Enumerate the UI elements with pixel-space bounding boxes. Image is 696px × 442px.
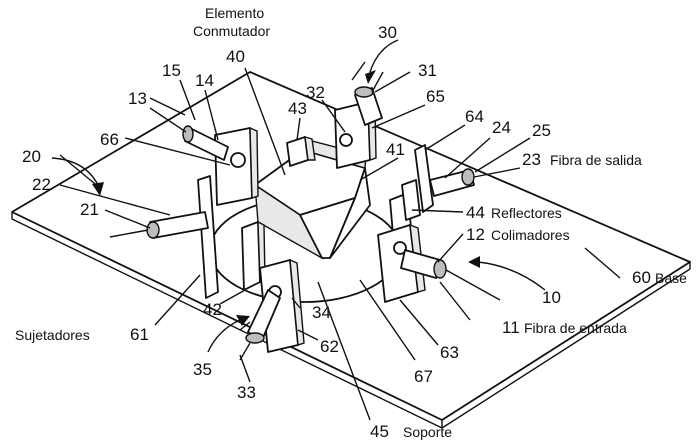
holder-66-hole <box>230 152 246 168</box>
label-base: Base <box>655 270 687 286</box>
numeral-32: 32 <box>306 83 325 102</box>
label-fibra-de-salida: Fibra de salida <box>550 152 642 168</box>
fiber-23 <box>473 167 521 178</box>
collimator-22-end <box>146 221 160 239</box>
label-colimadores: Colimadores <box>491 227 570 243</box>
collimator-12 <box>400 249 441 279</box>
holder-65-hole <box>339 133 353 147</box>
numeral-44: 44 <box>466 203 485 222</box>
collimator-31-end <box>354 86 374 98</box>
numeral-21: 21 <box>80 200 99 219</box>
numeral-24: 24 <box>492 118 511 137</box>
fiber-11 <box>445 269 501 301</box>
label-reflectores: Reflectores <box>491 205 562 221</box>
numeral-67: 67 <box>414 367 433 386</box>
label-sujetadores: Sujetadores <box>15 327 90 343</box>
numeral-12: 12 <box>466 225 485 244</box>
numeral-66: 66 <box>100 130 119 149</box>
fiber-31 <box>371 71 384 93</box>
numeral-20: 20 <box>22 147 41 166</box>
numeral-62: 62 <box>320 337 339 356</box>
base-edge <box>441 268 691 429</box>
reflector-43-side <box>304 136 316 161</box>
label-elemento: Elemento <box>205 5 264 21</box>
numeral-41: 41 <box>386 140 405 159</box>
collimator-24-end <box>461 168 475 186</box>
numeral-40: 40 <box>226 47 245 66</box>
numeral-34: 34 <box>312 303 331 322</box>
numeral-15: 15 <box>162 61 181 80</box>
numeral-10: 10 <box>542 288 561 307</box>
label-conmutador: Conmutador <box>193 23 270 39</box>
label-soporte: Soporte <box>403 424 452 440</box>
numeral-31: 31 <box>418 61 437 80</box>
numeral-35: 35 <box>193 360 212 379</box>
reflector-43 <box>286 136 309 167</box>
fiber-33 <box>239 342 251 361</box>
numeral-30: 30 <box>378 23 397 42</box>
prism-side-right <box>329 167 371 259</box>
numeral-33: 33 <box>237 383 256 402</box>
fiber-13 <box>149 107 187 133</box>
numeral-63: 63 <box>440 343 459 362</box>
collimator-12-end <box>433 259 447 279</box>
numeral-11: 11 <box>502 318 520 337</box>
collimator-14-end <box>182 125 194 143</box>
holder-66-side <box>249 126 259 199</box>
holder-61 <box>197 175 219 299</box>
holder-62-side <box>289 258 305 346</box>
numeral-60: 60 <box>632 268 651 287</box>
numeral-43: 43 <box>288 99 307 118</box>
numeral-64: 64 <box>465 107 484 126</box>
numeral-13: 13 <box>128 89 147 108</box>
numeral-45: 45 <box>370 422 389 441</box>
holder-64 <box>414 144 434 213</box>
holder-63-hole <box>393 241 407 255</box>
base-edge <box>11 218 443 429</box>
numeral-23: 23 <box>522 150 541 169</box>
collimator-33-end <box>245 332 265 344</box>
holder-66 <box>214 127 253 206</box>
numeral-65: 65 <box>426 87 445 106</box>
numeral-61: 61 <box>130 325 149 344</box>
numeral-22: 22 <box>32 175 51 194</box>
label-fibra-de-entrada: Fibra de entrada <box>524 320 627 336</box>
numeral-14: 14 <box>195 71 214 90</box>
assembly-arrows <box>51 39 546 353</box>
reflector-42 <box>241 221 261 291</box>
numeral-25: 25 <box>532 121 551 140</box>
numeral-42: 42 <box>203 300 222 319</box>
clip-25 <box>401 179 421 221</box>
fiber-21 <box>109 229 149 238</box>
